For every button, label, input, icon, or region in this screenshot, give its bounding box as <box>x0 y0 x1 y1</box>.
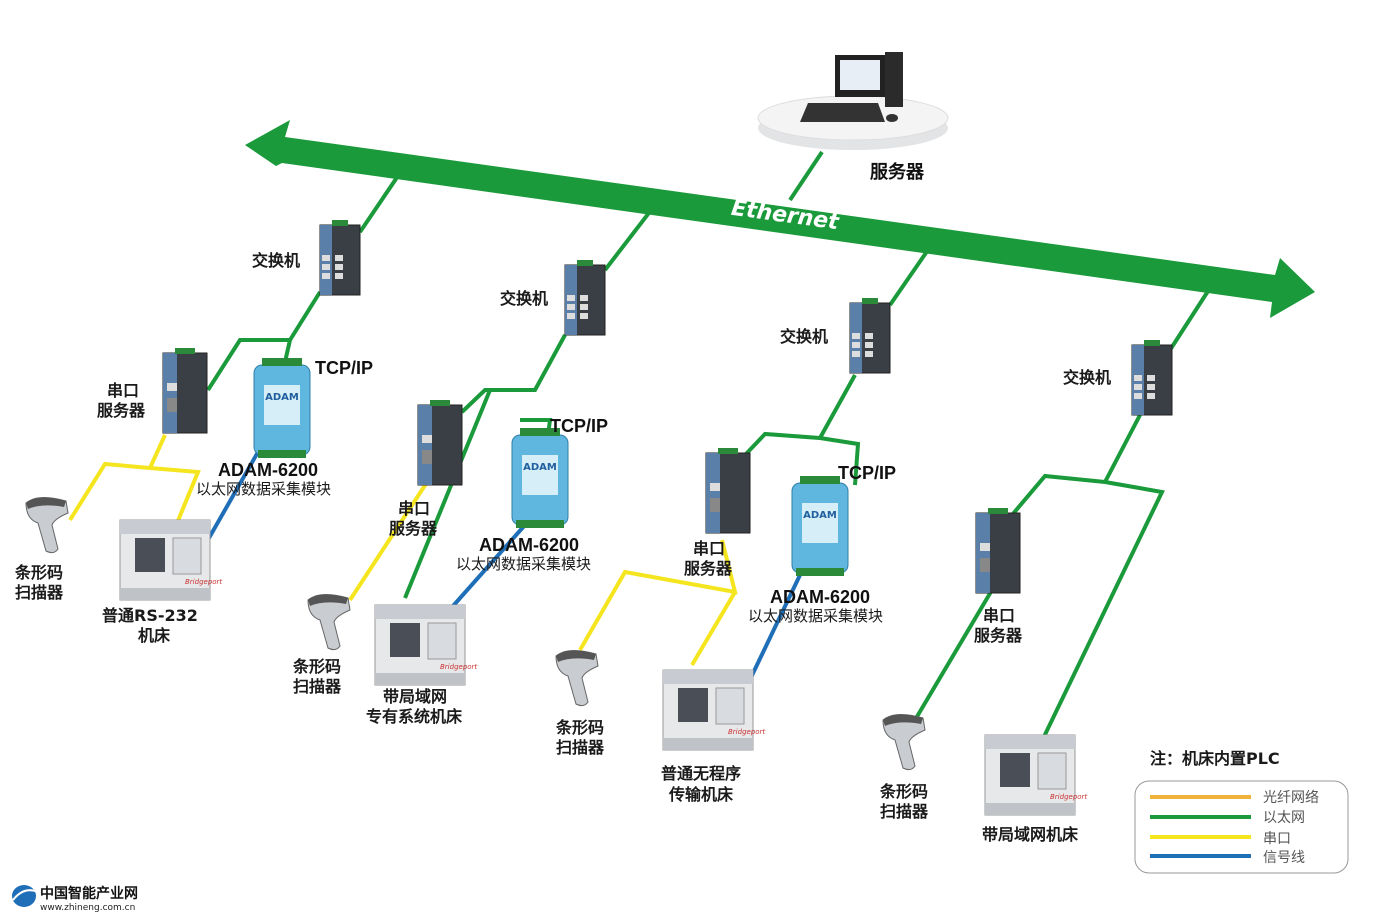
serial-label-2b: 服务器 <box>389 519 438 538</box>
adam-model-3: ADAM-6200 <box>770 587 870 607</box>
machine-label-4: 带局域网机床 <box>982 825 1079 844</box>
barcode-scanner-1 <box>25 496 69 554</box>
switch-label-1: 交换机 <box>252 251 300 270</box>
switch-1 <box>319 219 361 296</box>
serial-label-4b: 服务器 <box>974 626 1023 645</box>
signal-links <box>203 451 802 691</box>
switch-label-4: 交换机 <box>1063 368 1111 387</box>
scanner-label-4a: 条形码 <box>879 782 928 801</box>
serial-label-3a: 串口 <box>693 539 725 558</box>
machine-label-3a: 普通无程序 <box>661 764 741 783</box>
machine-rs232 <box>119 519 223 601</box>
machine-label-1a: 普通RS-232 <box>102 606 198 625</box>
switch-label-3: 交换机 <box>780 327 828 346</box>
barcode-scanner-3 <box>555 649 599 707</box>
legend-label: 信号线 <box>1263 850 1305 866</box>
watermark-name: 中国智能产业网 <box>40 885 138 902</box>
switch-label-2: 交换机 <box>500 289 548 308</box>
serial-label-2a: 串口 <box>398 499 430 518</box>
scanner-label-3b: 扫描器 <box>556 738 605 757</box>
serial-label-4a: 串口 <box>983 606 1015 625</box>
adam-module-1 <box>253 357 311 459</box>
serial-label-1b: 服务器 <box>97 401 146 420</box>
tcpip-label-3: TCP/IP <box>838 463 896 483</box>
watermark-logo: 中国智能产业网 www.zhineng.com.cn <box>12 885 138 913</box>
scanner-label-2b: 扫描器 <box>293 677 342 696</box>
legend-item-ethernet: 以太网 <box>1150 810 1305 826</box>
legend: 光纤网络 以太网 串口 信号线 <box>1134 780 1349 874</box>
serial-server-4 <box>975 507 1021 594</box>
serial-server-1 <box>162 347 208 434</box>
ethernet-links <box>206 150 1212 746</box>
switch-3 <box>849 297 891 374</box>
legend-label: 串口 <box>1263 831 1291 847</box>
machine-lan-proprietary <box>374 604 478 686</box>
scanner-label-4b: 扫描器 <box>880 802 929 821</box>
legend-item-signal: 信号线 <box>1150 850 1305 866</box>
machine-plain <box>662 669 766 751</box>
machine-label-2a: 带局域网 <box>383 687 447 706</box>
scanner-label-1b: 扫描器 <box>15 583 64 602</box>
switch-2 <box>564 259 606 336</box>
adam-module-2 <box>511 427 569 529</box>
barcode-scanner-2 <box>307 593 351 651</box>
adam-module-3 <box>791 475 849 577</box>
scanner-label-3a: 条形码 <box>555 718 604 737</box>
serial-links <box>68 434 738 667</box>
ethernet-backbone-arrow[interactable]: Ethernet <box>245 120 1315 318</box>
watermark-url: www.zhineng.com.cn <box>40 903 135 913</box>
machine-label-1b: 机床 <box>138 626 171 645</box>
machine-lan <box>984 734 1088 816</box>
serial-label-1a: 串口 <box>107 381 139 400</box>
legend-item-serial: 串口 <box>1150 831 1291 847</box>
machine-label-3b: 传输机床 <box>668 785 734 804</box>
switch-4 <box>1131 339 1173 416</box>
adam-desc-2: 以太网数据采集模块 <box>456 555 591 573</box>
scanner-label-1a: 条形码 <box>14 563 63 582</box>
server-label: 服务器 <box>870 161 925 182</box>
serial-server-3 <box>705 447 751 534</box>
serial-label-3b: 服务器 <box>684 559 733 578</box>
note-text: 注：机床内置PLC <box>1150 749 1280 768</box>
adam-model-1: ADAM-6200 <box>218 460 318 480</box>
legend-label: 光纤网络 <box>1263 790 1319 806</box>
legend-label: 以太网 <box>1263 810 1305 826</box>
tcpip-label-2: TCP/IP <box>550 416 608 436</box>
machine-label-2b: 专有系统机床 <box>366 707 463 726</box>
adam-model-2: ADAM-6200 <box>479 535 579 555</box>
scanner-label-2a: 条形码 <box>292 657 341 676</box>
tcpip-label-1: TCP/IP <box>315 358 373 378</box>
barcode-scanner-4 <box>882 713 926 771</box>
serial-server-2 <box>417 399 463 486</box>
adam-desc-3: 以太网数据采集模块 <box>748 607 883 625</box>
legend-item-fiber: 光纤网络 <box>1150 790 1319 806</box>
adam-desc-1: 以太网数据采集模块 <box>196 480 331 498</box>
server-computer <box>757 52 949 150</box>
